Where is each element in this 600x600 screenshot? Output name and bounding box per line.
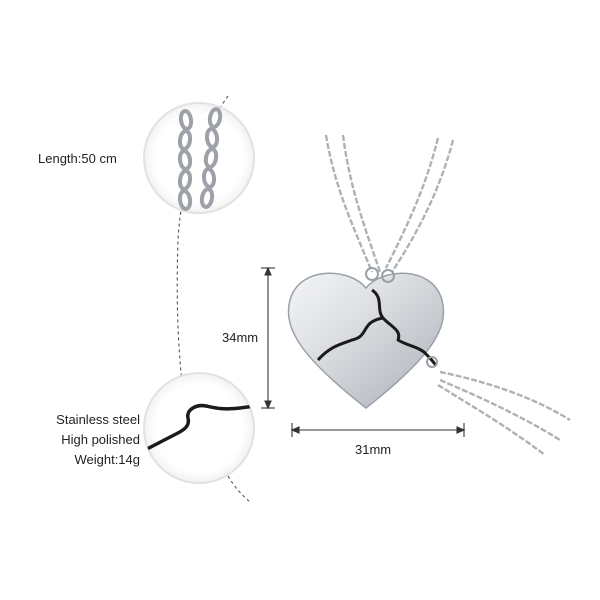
- length-spec: Length:50 cm: [38, 151, 117, 166]
- weight-spec: Weight:14g: [74, 452, 140, 467]
- heart-puzzle-pendant-icon: [287, 267, 445, 409]
- height-dimension-line: [261, 266, 275, 410]
- chain-closeup-icon: [143, 102, 255, 214]
- pendant-chains: [324, 134, 571, 456]
- width-dimension-line: [290, 423, 466, 437]
- height-label: 34mm: [222, 330, 259, 346]
- finish-spec: High polished: [61, 432, 140, 447]
- dashed-connector: [176, 95, 251, 503]
- width-label: 31mm: [355, 442, 392, 457]
- material-spec: Stainless steel: [56, 412, 140, 427]
- puzzle-edge-closeup-icon: [143, 372, 255, 484]
